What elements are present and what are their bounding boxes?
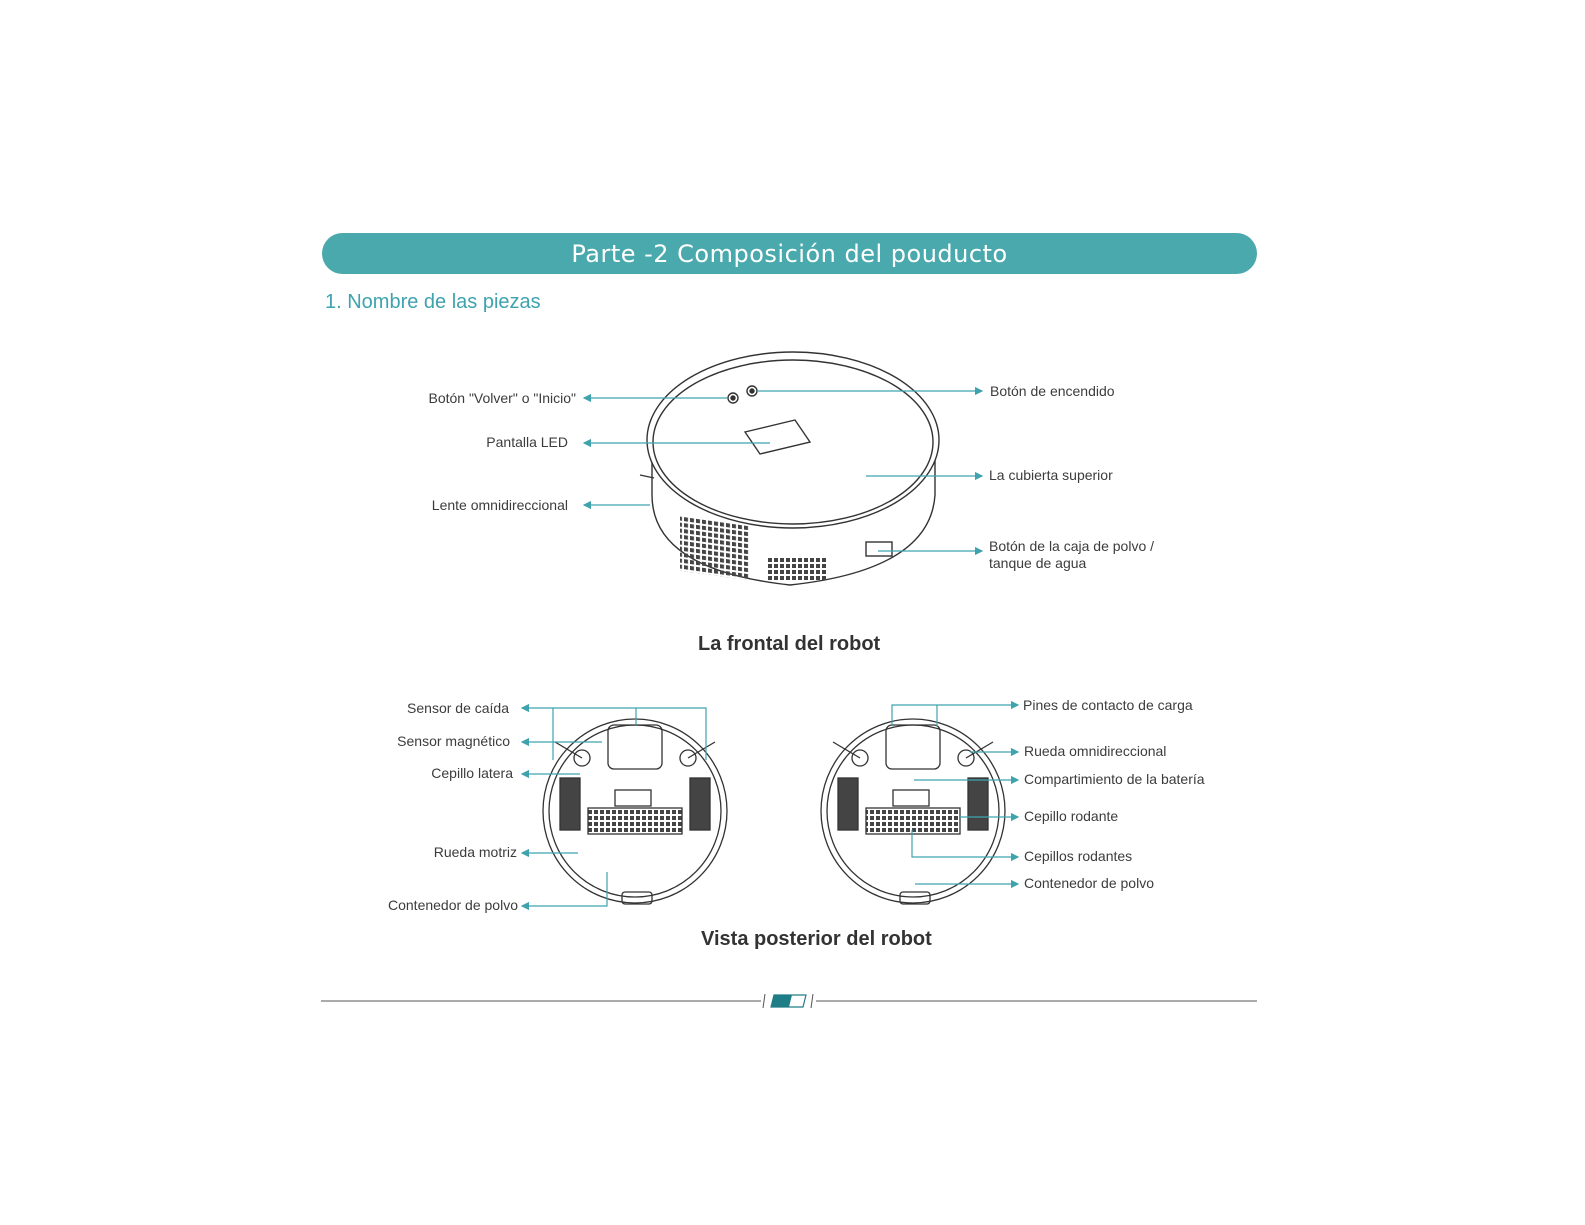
back-robot-right-drawing (820, 718, 1006, 905)
caption-front: La frontal del robot (698, 633, 881, 655)
front-robot-drawing (639, 351, 940, 586)
page-title: Parte -2 Composición del pouducto (571, 239, 1008, 268)
label-roller-brush: Cepillo rodante (1024, 808, 1119, 824)
front-callouts (582, 386, 984, 556)
back-right-callouts (891, 700, 1020, 889)
back-robot-left-drawing (542, 718, 728, 905)
label-home-button: Botón "Volver" o "Inicio" (428, 390, 576, 406)
label-drive-wheel: Rueda motriz (433, 844, 517, 860)
label-omni-lens: Lente omnidireccional (431, 497, 568, 513)
label-top-cover: La cubierta superior (989, 467, 1113, 483)
label-battery: Compartimiento de la batería (1024, 771, 1205, 787)
back-left-callouts (520, 703, 707, 911)
label-dust-button-2: tanque de agua (989, 555, 1087, 571)
section-title: 1. Nombre de las piezas (325, 291, 541, 313)
caption-back: Vista posterior del robot (701, 928, 932, 950)
label-omni-wheel: Rueda omnidireccional (1024, 743, 1167, 759)
label-side-brush: Cepillo latera (431, 765, 513, 781)
label-power-button: Botón de encendido (990, 383, 1115, 399)
label-led-screen: Pantalla LED (486, 434, 568, 450)
label-roller-brushes: Cepillos rodantes (1024, 848, 1133, 864)
label-cliff-sensor: Sensor de caída (407, 700, 509, 716)
footer-rule (321, 993, 1257, 1009)
label-dust-bin-left: Contenedor de polvo (388, 897, 518, 913)
label-dust-bin-right: Contenedor de polvo (1024, 875, 1154, 891)
label-magnetic-sensor: Sensor magnético (397, 733, 510, 749)
header-bar: Parte -2 Composición del pouducto (322, 233, 1257, 274)
label-dust-button-1: Botón de la caja de polvo / (989, 538, 1155, 554)
label-charge-pins: Pines de contacto de carga (1023, 697, 1193, 713)
